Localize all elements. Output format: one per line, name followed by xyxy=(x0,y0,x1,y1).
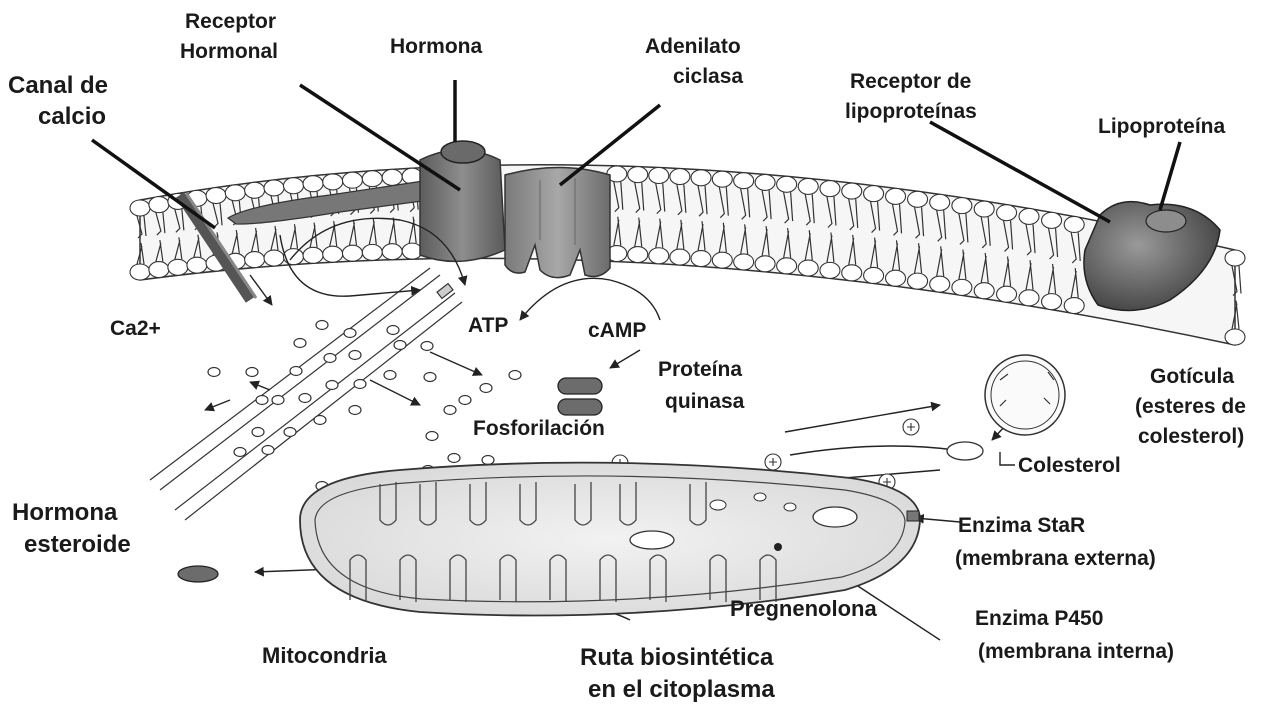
label-fosforilacion: Fosforilación xyxy=(473,417,605,440)
label-canal-calcio-2: calcio xyxy=(38,103,106,130)
label-adenilato-2: ciclasa xyxy=(673,65,743,88)
hormone-molecule xyxy=(441,141,485,163)
label-ruta-1: Ruta biosintética xyxy=(580,644,774,671)
label-receptor-lipo-2: lipoproteínas xyxy=(845,100,977,123)
cholesterol-droplet xyxy=(985,355,1065,435)
label-receptor-hormonal-2: Hormonal xyxy=(180,40,278,63)
label-canal-calcio-1: Canal de xyxy=(8,72,108,99)
lipoprotein xyxy=(1146,210,1186,232)
label-camp: cAMP xyxy=(588,319,646,342)
label-goticula-1: Gotícula xyxy=(1150,365,1234,388)
label-enzima-p450-1: Enzima P450 xyxy=(975,607,1103,630)
label-ruta-2: en el citoplasma xyxy=(588,676,775,703)
cholesterol-molecule xyxy=(947,442,983,460)
label-mitocondria: Mitocondria xyxy=(262,643,387,668)
protein-kinase xyxy=(558,378,602,415)
steroid-molecule xyxy=(178,566,218,582)
label-lipoproteina: Lipoproteína xyxy=(1098,115,1225,138)
label-adenilato-1: Adenilato xyxy=(645,35,741,58)
label-enzima-star-2: (membrana externa) xyxy=(955,547,1156,570)
mitochondrion xyxy=(300,463,920,616)
label-goticula-3: colesterol) xyxy=(1138,425,1244,448)
adenylate-cyclase xyxy=(505,168,610,278)
label-enzima-p450-2: (membrana interna) xyxy=(978,640,1174,663)
label-ca2: Ca2+ xyxy=(110,317,161,340)
plasma-membrane xyxy=(130,165,1245,345)
label-receptor-hormonal-1: Receptor xyxy=(185,10,276,33)
label-enzima-star-1: Enzima StaR xyxy=(958,514,1085,537)
label-colesterol: Colesterol xyxy=(1018,454,1121,477)
label-atp: ATP xyxy=(468,314,508,337)
label-hormona-esteroide-1: Hormona xyxy=(12,499,118,526)
label-goticula-2: (esteres de xyxy=(1135,395,1246,418)
label-receptor-lipo-1: Receptor de xyxy=(850,70,971,93)
label-quinasa: quinasa xyxy=(665,390,745,413)
label-pregnenolona: Pregnenolona xyxy=(730,596,877,621)
label-proteina: Proteína xyxy=(658,358,742,381)
label-hormona: Hormona xyxy=(390,35,482,58)
label-hormona-esteroide-2: esteroide xyxy=(24,531,131,558)
